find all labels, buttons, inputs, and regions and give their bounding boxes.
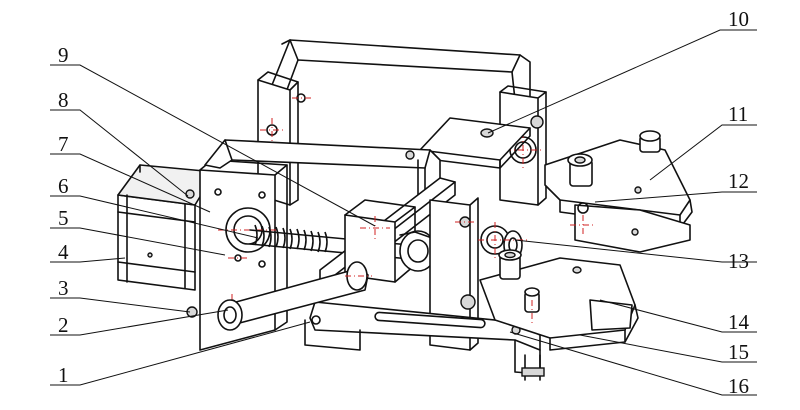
label-14: 14 — [728, 310, 750, 334]
top-slanted-plate — [419, 117, 531, 169]
label-13: 13 — [728, 249, 749, 273]
label-6: 6 — [58, 174, 69, 198]
label-4: 4 — [58, 240, 69, 264]
label-5: 5 — [58, 206, 69, 230]
gripper-upper — [544, 130, 693, 253]
gripper-lower — [479, 249, 639, 381]
label-10: 10 — [728, 7, 749, 31]
label-7: 7 — [58, 132, 69, 156]
part-numbers: 1 2 3 4 5 6 7 8 9 10 11 12 13 14 15 16 — [58, 7, 750, 398]
label-11: 11 — [728, 102, 748, 126]
central-block — [429, 197, 530, 351]
label-1: 1 — [58, 363, 69, 387]
leader-lines — [50, 29, 757, 396]
left-link — [185, 189, 372, 331]
label-8: 8 — [58, 88, 69, 112]
label-9: 9 — [58, 43, 69, 67]
label-2: 2 — [58, 313, 69, 337]
label-15: 15 — [728, 340, 749, 364]
label-16: 16 — [728, 374, 749, 398]
spring-coil — [254, 224, 328, 253]
label-12: 12 — [728, 169, 749, 193]
label-3: 3 — [58, 276, 69, 300]
